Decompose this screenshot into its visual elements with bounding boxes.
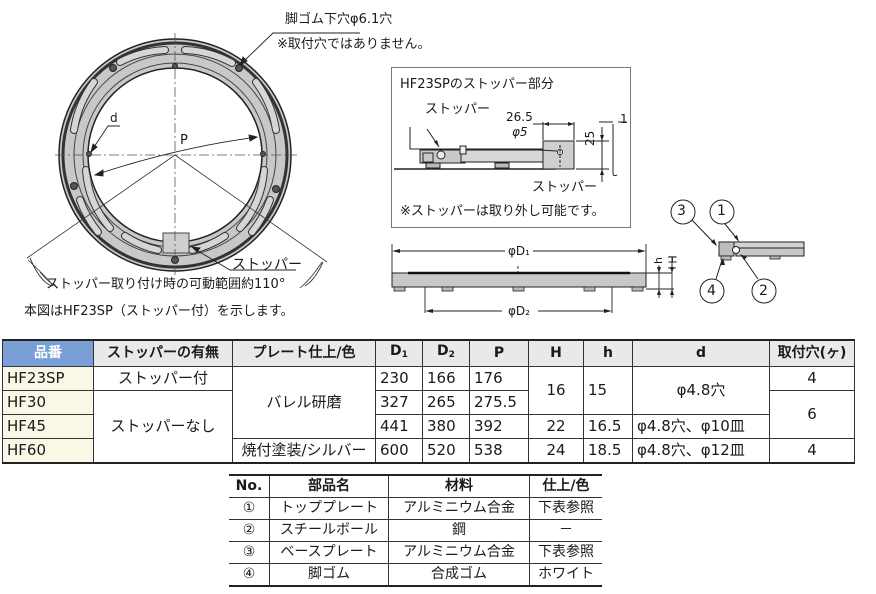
table-row: ④ 脚ゴム 合成ゴム ホワイト xyxy=(229,563,602,587)
header-part-finish: 仕上/色 xyxy=(529,474,602,498)
cell-d2: 166 xyxy=(422,366,470,391)
cell-holes: 6 xyxy=(769,390,855,439)
foot-hole-note: ※取付穴ではありません。 xyxy=(277,37,431,52)
cell-p: 538 xyxy=(469,438,529,464)
header-code: 品番 xyxy=(2,339,94,367)
cell-part-finish: 下表参照 xyxy=(529,541,602,564)
cell-H: 24 xyxy=(528,438,584,464)
header-stopper: ストッパーの有無 xyxy=(93,339,233,367)
cell-d1: 600 xyxy=(375,438,423,464)
cell-material: 鋼 xyxy=(388,519,530,542)
cell-part-finish: ホワイト xyxy=(529,563,602,587)
d-dimension-label: d xyxy=(110,111,118,125)
cell-stopper: ストッパーなし xyxy=(93,390,233,464)
header-part-name: 部品名 xyxy=(269,474,389,498)
cell-stopper: ストッパー付 xyxy=(93,366,233,391)
cell-no: ④ xyxy=(229,563,270,587)
cell-d1: 230 xyxy=(375,366,423,391)
d2-dimension-label: φD₂ xyxy=(508,304,530,318)
header-d: d xyxy=(632,339,770,367)
cell-no: ② xyxy=(229,519,270,542)
header-H: H xyxy=(528,339,584,367)
figure-note: 本図はHF23SP（ストッパー付）を示します。 xyxy=(24,304,294,319)
cell-holes: 4 xyxy=(769,366,855,391)
cell-part-name: スチールボール xyxy=(269,519,389,542)
stopper-removable-note: ※ストッパーは取り外し可能です。 xyxy=(400,204,605,219)
parts-header-row: No. 部品名 材料 仕上/色 xyxy=(229,474,602,498)
callout-3: 3 xyxy=(677,203,686,219)
callout-2: 2 xyxy=(759,283,768,299)
stopper-label: ストッパー xyxy=(232,257,302,273)
callout-4: 4 xyxy=(707,283,716,299)
cell-code: HF30 xyxy=(2,390,94,415)
header-finish: プレート仕上/色 xyxy=(232,339,376,367)
header-d1: D1 xyxy=(375,339,423,367)
cell-part-name: 脚ゴム xyxy=(269,563,389,587)
header-material: 材料 xyxy=(388,474,530,498)
stopper-detail-box xyxy=(391,67,631,228)
cell-code: HF23SP xyxy=(2,366,94,391)
table-row: HF60 焼付塗装/シルバー 600 520 538 24 18.5 φ4.8穴… xyxy=(2,438,855,464)
foot-hole-label: 脚ゴム下穴φ6.1穴 xyxy=(285,12,393,27)
stopper-detail-label-bottom: ストッパー xyxy=(532,180,598,195)
table-row: HF23SP ストッパー付 バレル研磨 230 166 176 16 15 φ4… xyxy=(2,366,855,439)
cell-d: φ4.8穴 xyxy=(632,366,770,415)
cell-part-name: ベースプレート xyxy=(269,541,389,564)
cell-no: ③ xyxy=(229,541,270,564)
stopper-width-dim: 26.5 xyxy=(506,110,533,124)
cell-d2: 520 xyxy=(422,438,470,464)
cell-part-finish: － xyxy=(529,519,602,542)
header-h: h xyxy=(583,339,633,367)
cell-h: 15 xyxy=(583,366,633,415)
spec-table: 品番 ストッパーの有無 プレート仕上/色 D1 D2 P H h d 取付穴(ヶ… xyxy=(2,339,855,464)
cell-no: ① xyxy=(229,497,270,520)
d1-dimension-label: φD₁ xyxy=(508,244,530,258)
stopper-detail-label-top: ストッパー xyxy=(425,102,491,117)
cell-H: 22 xyxy=(528,414,584,439)
table-row: ③ ベースプレート アルミニウム合金 下表参照 xyxy=(229,541,602,564)
range-label: ストッパー取り付け時の可動範囲約110° xyxy=(46,277,286,292)
header-holes: 取付穴(ヶ) xyxy=(769,339,855,367)
cell-holes: 4 xyxy=(769,438,855,464)
cell-part-name: トッププレート xyxy=(269,497,389,520)
table-row: HF45 441 380 392 22 16.5 φ4.8穴、φ10皿 xyxy=(2,414,855,439)
table-row: ① トッププレート アルミニウム合金 下表参照 xyxy=(229,497,602,520)
side-view-drawing xyxy=(391,244,676,313)
cell-d2: 265 xyxy=(422,390,470,415)
p-dimension-label: P xyxy=(180,133,188,148)
cell-d2: 380 xyxy=(422,414,470,439)
cell-finish: 焼付塗装/シルバー xyxy=(232,438,376,464)
cell-d: φ4.8穴、φ12皿 xyxy=(632,438,770,464)
cell-d1: 441 xyxy=(375,414,423,439)
cell-finish: バレル研磨 xyxy=(232,366,376,439)
header-d2: D2 xyxy=(422,339,470,367)
cell-d: φ4.8穴、φ10皿 xyxy=(632,414,770,439)
cell-p: 176 xyxy=(469,366,529,391)
cell-part-finish: 下表参照 xyxy=(529,497,602,520)
cell-H: 16 xyxy=(528,366,584,415)
cell-code: HF45 xyxy=(2,414,94,439)
cell-material: 合成ゴム xyxy=(388,563,530,587)
section-view-drawing xyxy=(670,199,805,304)
stopper-thickness-dim: 1 xyxy=(620,112,628,126)
cell-material: アルミニウム合金 xyxy=(388,497,530,520)
stopper-detail-title: HF23SPのストッパー部分 xyxy=(400,77,554,92)
header-no: No. xyxy=(229,474,270,498)
cell-h: 18.5 xyxy=(583,438,633,464)
cell-h: 16.5 xyxy=(583,414,633,439)
callout-1: 1 xyxy=(717,203,726,219)
cell-material: アルミニウム合金 xyxy=(388,541,530,564)
table-row: HF30 ストッパーなし 327 265 275.5 6 xyxy=(2,390,855,464)
parts-table: No. 部品名 材料 仕上/色 ① トッププレート アルミニウム合金 下表参照 … xyxy=(229,474,602,587)
cell-code: HF60 xyxy=(2,438,94,464)
cell-p: 275.5 xyxy=(469,390,529,415)
stopper-detail-drawing xyxy=(394,121,627,182)
top-view-drawing xyxy=(26,32,360,289)
cell-p: 392 xyxy=(469,414,529,439)
stopper-hole-dim: φ5 xyxy=(512,125,528,139)
spec-header-row: 品番 ストッパーの有無 プレート仕上/色 D1 D2 P H h d 取付穴(ヶ… xyxy=(2,339,855,367)
table-row: ② スチールボール 鋼 － xyxy=(229,519,602,542)
header-p: P xyxy=(469,339,529,367)
cell-d1: 327 xyxy=(375,390,423,415)
